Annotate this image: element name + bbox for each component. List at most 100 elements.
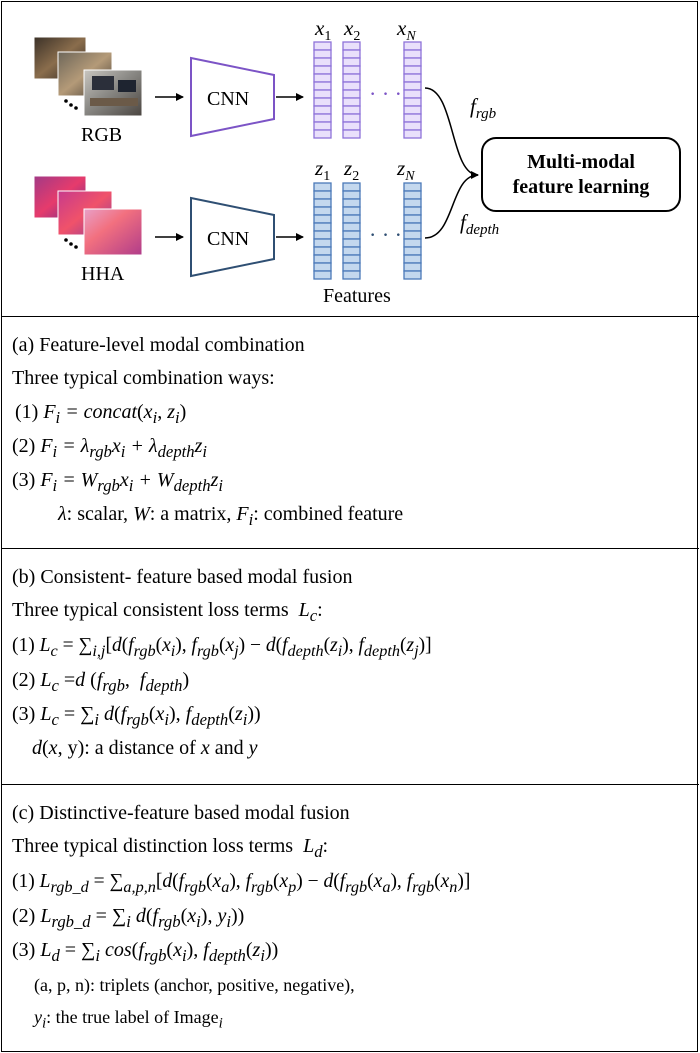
feature-cell: [313, 182, 332, 192]
feature-cell: [342, 238, 361, 248]
feature-cell: [342, 113, 361, 123]
feature-cell: [403, 254, 422, 264]
section-c-item-1: (1) Lrgb_d = ∑a,p,n[d(frgb(xa), frgb(xp)…: [12, 871, 471, 896]
feature-cell: [342, 222, 361, 232]
feature-cell: [342, 198, 361, 208]
feature-cell: [313, 97, 332, 107]
z2-label: z2: [343, 156, 359, 184]
cnn-rgb-block: [190, 56, 275, 138]
feature-cell: [313, 254, 332, 264]
x1-label: x1: [314, 16, 331, 44]
feature-cell: [403, 65, 422, 75]
curve-depth-to-mm: [424, 174, 479, 239]
section-a-item-1: (1) Fi = concat(xi, zi): [15, 401, 187, 427]
feature-cell: [313, 81, 332, 91]
section-b-title: (b) Consistent- feature based modal fusi…: [12, 566, 353, 588]
feature-cell: [342, 89, 361, 99]
x2-column: [342, 41, 361, 139]
feature-cell: [342, 73, 361, 83]
feature-cell: [313, 105, 332, 115]
x2-label: x2: [343, 16, 360, 44]
zN-label: zN: [396, 156, 415, 184]
feature-cell: [313, 65, 332, 75]
feature-cell: [342, 230, 361, 240]
divider-c: [1, 784, 699, 785]
feature-cell: [313, 230, 332, 240]
feature-cell: [313, 49, 332, 59]
feature-cell: [313, 113, 332, 123]
feature-cell: [313, 190, 332, 200]
multimodal-title-1: Multi-modal: [527, 151, 635, 173]
feature-cell: [342, 254, 361, 264]
feature-cell: [403, 206, 422, 216]
feature-cell: [342, 190, 361, 200]
feature-cell: [403, 81, 422, 91]
zN-column: [403, 182, 422, 280]
hha-image-stack: [33, 175, 143, 256]
section-b-item-3: (3) Lc = ∑i d(frgb(xi), fdepth(zi)): [12, 703, 261, 729]
section-c-note-2: yi: the true label of Imagei: [34, 1007, 223, 1032]
curve-rgb-to-mm: [424, 87, 479, 179]
feature-cell: [342, 129, 361, 139]
feature-cell: [403, 121, 422, 131]
section-c-item-2: (2) Lrgb_d = ∑i d(frgb(xi), yi)): [12, 905, 245, 931]
feature-cell: [403, 230, 422, 240]
pipeline-diagram: RGB HHA CNN CNN · · · · · · x1 x2 xN z1 …: [33, 16, 681, 307]
feature-cell: [313, 206, 332, 216]
xN-column: [403, 41, 422, 139]
f-rgb-label: frgb: [470, 94, 497, 122]
feature-cell: [403, 214, 422, 224]
feature-cell: [403, 262, 422, 272]
features-label: Features: [323, 285, 391, 307]
cnn-rgb-label: CNN: [207, 88, 249, 110]
feature-cell: [403, 190, 422, 200]
feature-cell: [313, 246, 332, 256]
feature-cell: [403, 238, 422, 248]
feature-cell: [313, 57, 332, 67]
section-a-item-3: (3) Fi = Wrgbxi + Wdepthzi: [12, 469, 224, 495]
feature-cell: [403, 97, 422, 107]
x-ellipsis: · · ·: [369, 81, 402, 106]
hha-label: HHA: [81, 263, 125, 285]
section-b-item-2: (2) Lc =d (frgb, fdepth): [12, 669, 190, 695]
feature-cell: [313, 121, 332, 131]
feature-cell: [403, 49, 422, 59]
feature-cell: [313, 222, 332, 232]
feature-cell: [403, 222, 422, 232]
feature-cell: [403, 246, 422, 256]
section-a-title: (a) Feature-level modal combination: [12, 334, 305, 356]
multimodal-box: [481, 137, 681, 212]
section-c-title: (c) Distinctive-feature based modal fusi…: [12, 802, 350, 824]
feature-cell: [342, 182, 361, 192]
section-c-note-1: (a, p, n): triplets (anchor, positive, n…: [34, 975, 355, 995]
feature-cell: [403, 182, 422, 192]
feature-cell: [342, 246, 361, 256]
feature-cell: [342, 81, 361, 91]
feature-cell: [403, 113, 422, 123]
rgb-image-stack: [33, 36, 143, 117]
feature-cell: [342, 105, 361, 115]
feature-cell: [342, 214, 361, 224]
feature-cell: [313, 238, 332, 248]
section-a-note: λ: scalar, W: a matrix, Fi: combined fea…: [58, 503, 404, 529]
divider-b: [1, 548, 699, 549]
section-a-subtitle: Three typical combination ways:: [12, 367, 275, 389]
z1-column: [313, 182, 332, 280]
z1-label: z1: [314, 156, 330, 184]
cnn-hha-block: [190, 196, 275, 278]
multimodal-title-2: feature learning: [513, 176, 650, 198]
x1-column: [313, 41, 332, 139]
feature-cell: [403, 129, 422, 139]
feature-cell: [342, 65, 361, 75]
feature-cell: [342, 97, 361, 107]
z2-column: [342, 182, 361, 280]
cnn-hha-label: CNN: [207, 228, 249, 250]
feature-cell: [342, 262, 361, 272]
feature-cell: [403, 89, 422, 99]
feature-cell: [403, 57, 422, 67]
section-a-item-2: (2) Fi = λrgbxi + λdepthzi: [12, 435, 208, 461]
feature-cell: [342, 57, 361, 67]
feature-cell: [403, 270, 422, 280]
feature-cell: [342, 206, 361, 216]
